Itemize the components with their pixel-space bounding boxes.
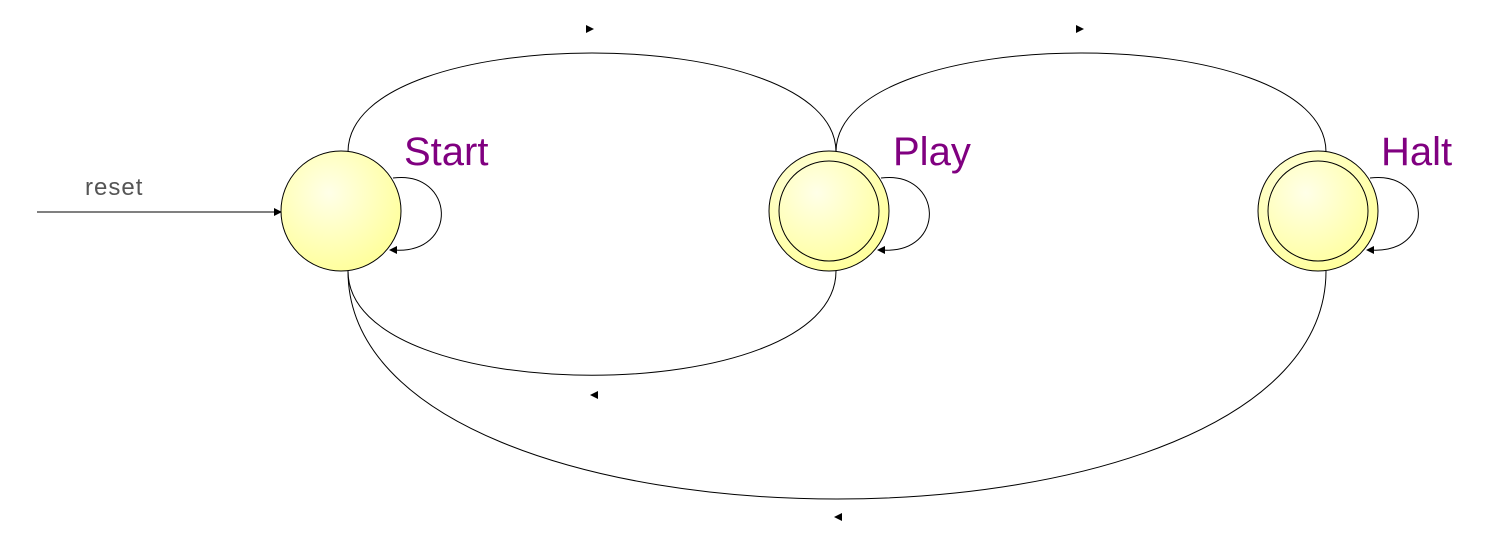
- reset-label: reset: [85, 174, 143, 201]
- state-play: [768, 150, 890, 272]
- reset-transition: [37, 208, 282, 216]
- transition-play-self-loop: [877, 177, 930, 254]
- transition-start-self-loop: [389, 177, 442, 254]
- state-halt: [1257, 150, 1379, 272]
- transition-halt-to-start: [347, 270, 1327, 521]
- state-start-label: Start: [404, 130, 488, 174]
- transition-start-to-play: [347, 25, 837, 153]
- transition-play-to-start: [347, 270, 837, 399]
- transition-play-to-halt: [835, 25, 1327, 153]
- state-start: [280, 150, 402, 272]
- state-halt-label: Halt: [1381, 130, 1452, 174]
- state-play-label: Play: [893, 130, 971, 174]
- transition-halt-self-loop: [1366, 177, 1419, 254]
